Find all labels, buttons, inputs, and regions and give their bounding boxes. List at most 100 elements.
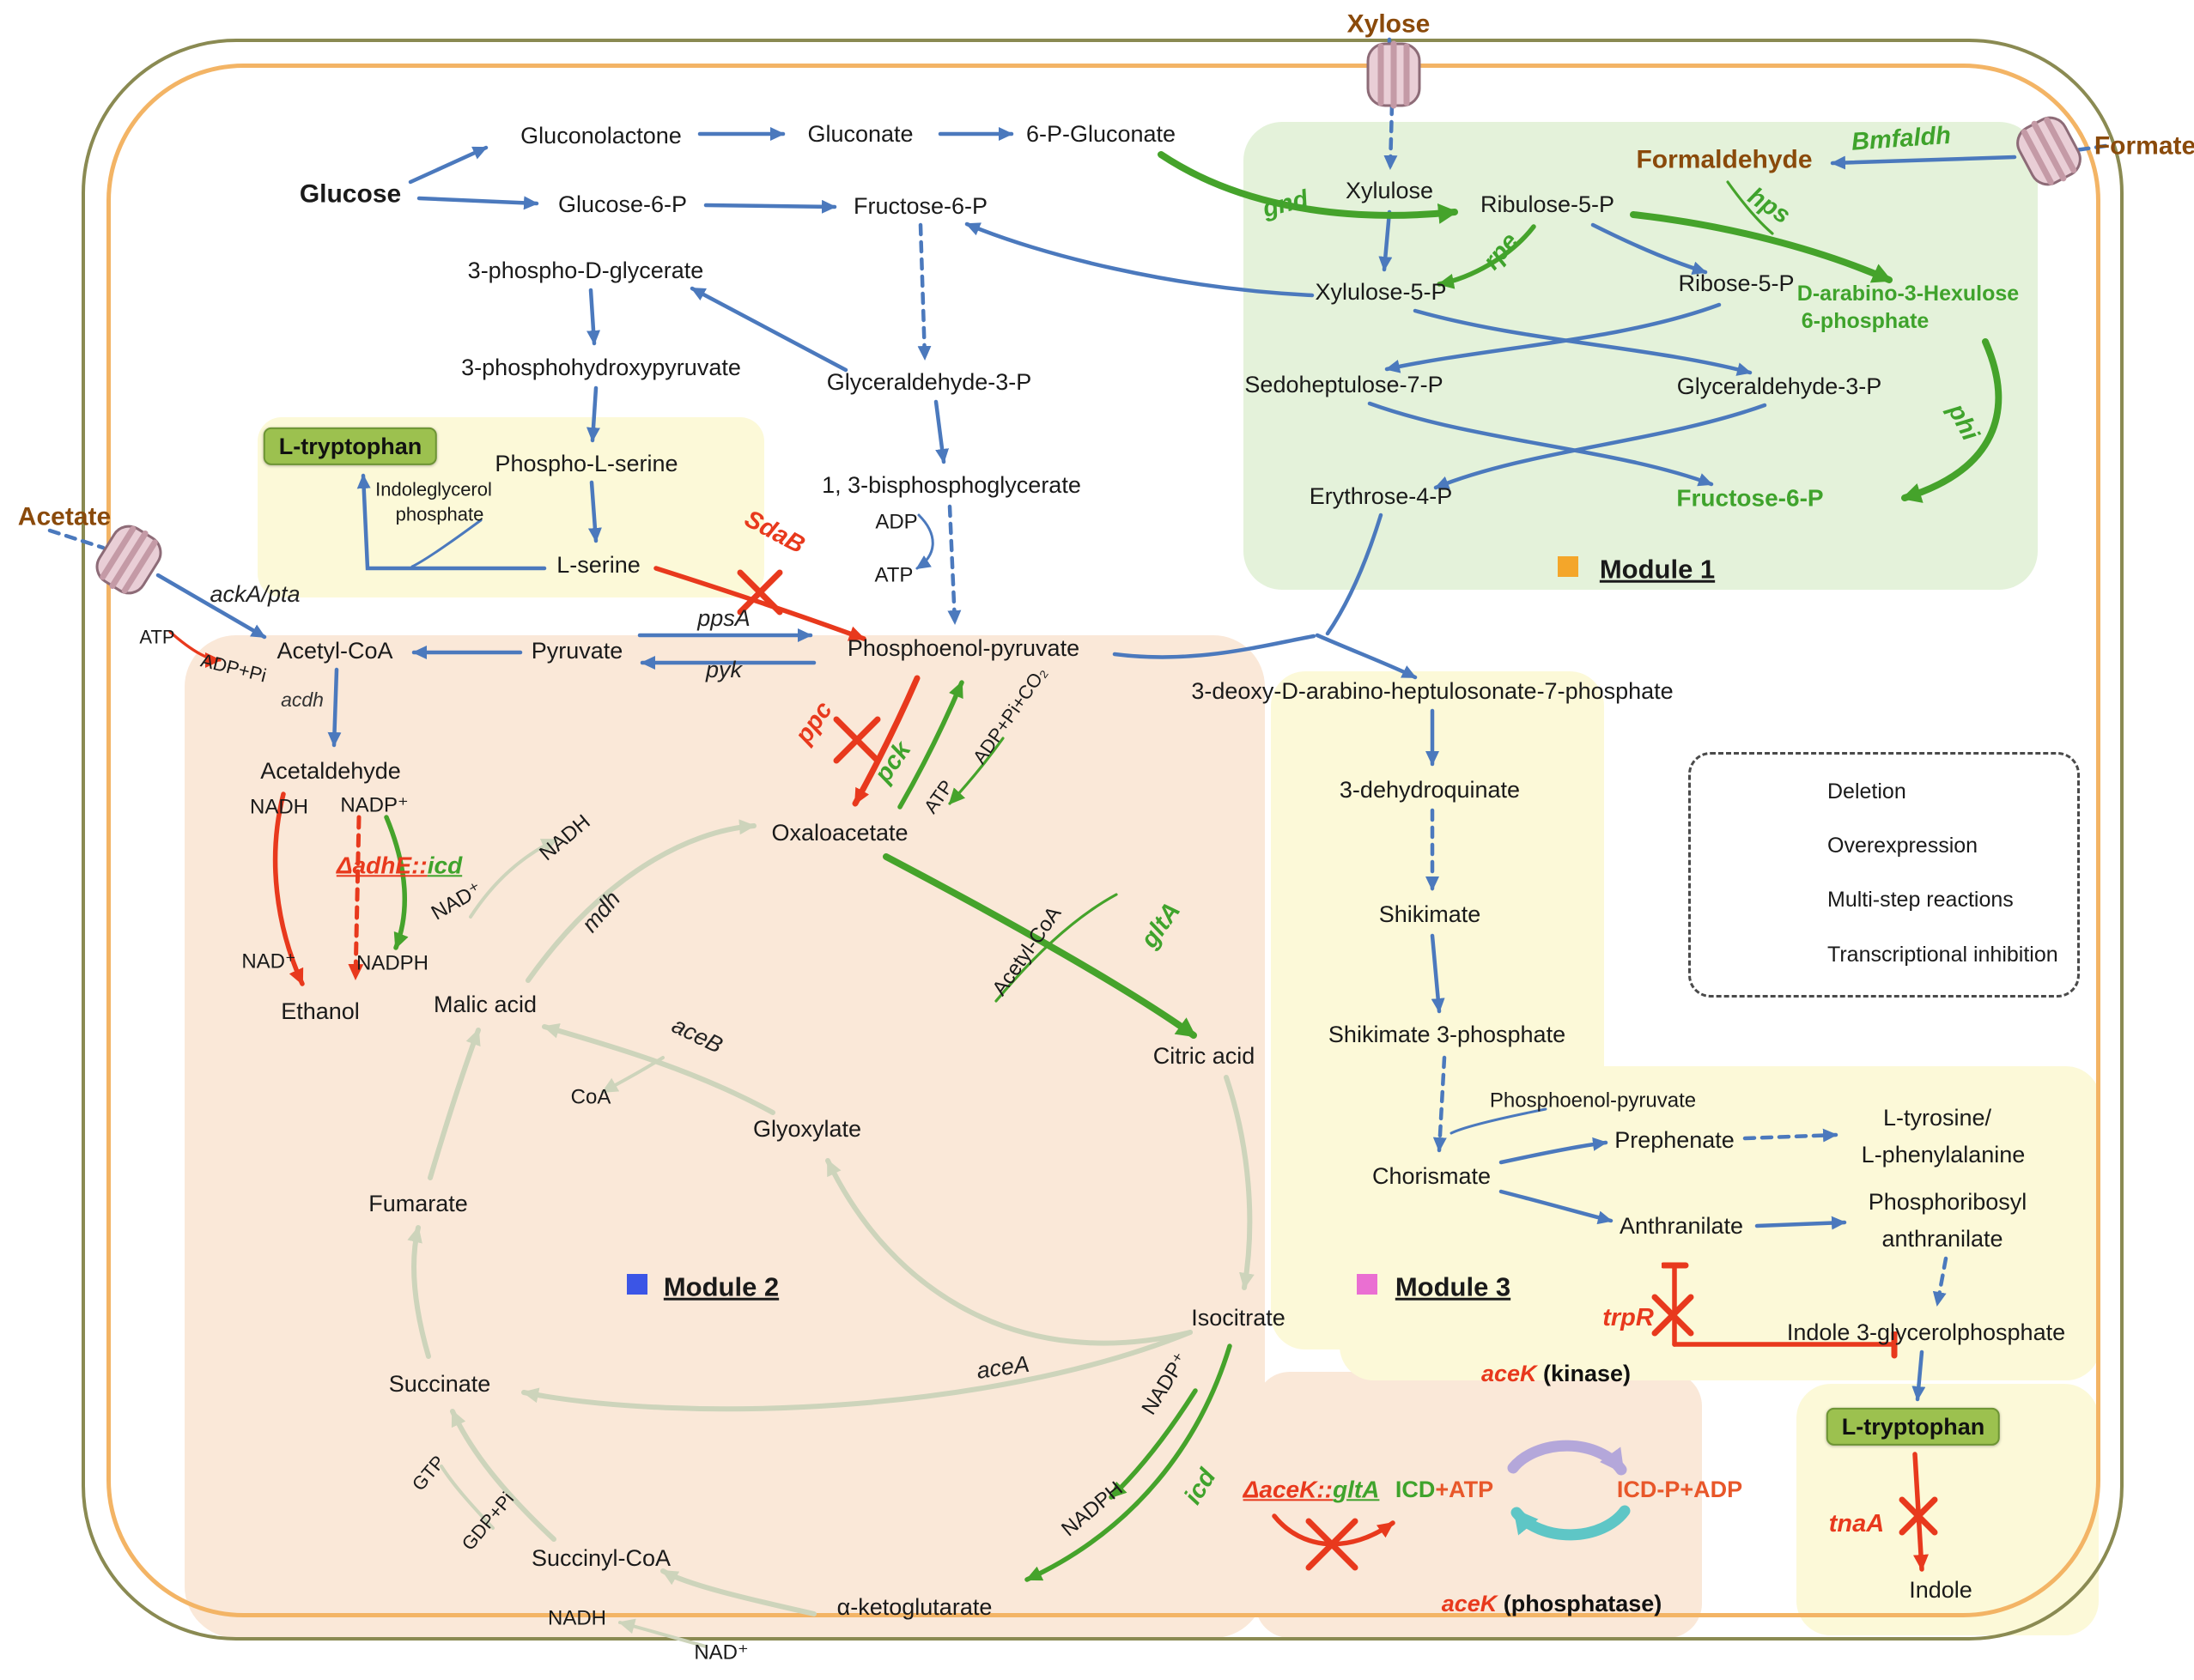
product-l-tryptophan-bottom: L-tryptophan (1826, 1407, 2001, 1446)
metabolite-indole: Indole (1909, 1576, 1972, 1603)
cofactor-nadph-adhe: NADPH (356, 951, 429, 975)
cofactor-nadh-adhe: NADH (249, 795, 309, 819)
metabolite-gluconate: Gluconate (807, 120, 914, 147)
label-icd-p-adp: ICD-P+ADP (1616, 1476, 1743, 1502)
gene-acek-kinase-part: (kinase) (1543, 1360, 1632, 1386)
gene-acek-phosphatase-part: (phosphatase) (1503, 1590, 1662, 1616)
acetate-transporter-icon (95, 525, 162, 595)
cofactor-atp-acetate: ATP (139, 626, 175, 648)
cofactor-coa: CoA (570, 1085, 611, 1109)
metabolite-formaldehyde: Formaldehyde (1636, 145, 1813, 174)
gene-delta-adhe-icd-part: icd (427, 852, 463, 879)
gene-acdh: acdh (281, 688, 324, 711)
metabolite-xylulose-5-p: Xylulose-5-P (1315, 278, 1447, 305)
module-3-marker (1357, 1274, 1377, 1295)
cofactor-pep-shikimate: Phosphoenol-pyruvate (1489, 1089, 1697, 1113)
metabolite-ribulose-5-p: Ribulose-5-P (1480, 191, 1615, 217)
metabolite-indole-3-glycerolphosphate: Indole 3-glycerolphosphate (1786, 1319, 2066, 1345)
metabolite-succinyl-coa: Succinyl-CoA (531, 1544, 672, 1571)
metabolite-3-phosphohydroxypyruvate: 3-phosphohydroxypyruvate (461, 354, 741, 380)
cofactor-nad-akg: NAD⁺ (694, 1641, 749, 1665)
module-2-label: Module 2 (663, 1271, 780, 1302)
metabolite-fumarate: Fumarate (368, 1190, 468, 1216)
cofactor-nadp-adhe: NADP⁺ (340, 793, 409, 817)
metabolite-phosphoribosyl-anthranilate-line1: Phosphoribosyl (1868, 1188, 2027, 1215)
module-1-label: Module 1 (1599, 554, 1716, 585)
metabolite-citric-acid: Citric acid (1152, 1042, 1255, 1069)
metabolite-ethanol: Ethanol (281, 998, 360, 1024)
metabolite-alpha-ketoglutarate: α-ketoglutarate (836, 1593, 993, 1620)
metabolite-dahp: 3-deoxy-D-arabino-heptulosonate-7-phosph… (1191, 677, 1674, 704)
metabolite-sedoheptulose-7-p: Sedoheptulose-7-P (1244, 371, 1443, 397)
metabolite-anthranilate: Anthranilate (1619, 1212, 1744, 1239)
metabolite-succinate: Succinate (388, 1370, 491, 1397)
metabolite-glyoxylate: Glyoxylate (752, 1115, 862, 1142)
metabolite-shikimate: Shikimate (1378, 901, 1481, 927)
label-formate: Formate (2094, 131, 2194, 161)
gene-acek-phosphatase: aceK (phosphatase) (1442, 1592, 1662, 1616)
cofactor-adp-glycolysis: ADP (875, 510, 918, 534)
metabolite-acetyl-coa: Acetyl-CoA (277, 637, 393, 664)
metabolite-6-p-gluconate: 6-P-Gluconate (1025, 120, 1176, 147)
gene-delta-acek-glta: ΔaceK::gltA (1243, 1477, 1380, 1501)
cofactor-atp-glycolysis: ATP (874, 563, 914, 587)
metabolite-indoleglycerol-phosphate-line2: phosphate (395, 503, 484, 525)
module-1-marker (1558, 556, 1578, 577)
metabolite-l-phenylalanine: L-phenylalanine (1861, 1141, 2026, 1168)
module-2-marker (627, 1274, 647, 1295)
gene-acek-phosphatase-part: aceK (1441, 1590, 1504, 1616)
legend-overexpression-label: Overexpression (1827, 833, 1978, 858)
metabolite-ribose-5-p: Ribose-5-P (1678, 270, 1795, 296)
gene-delta-acek-glta-part: gltA (1332, 1476, 1380, 1503)
legend-multistep-label: Multi-step reactions (1827, 887, 2014, 912)
metabolite-acetaldehyde: Acetaldehyde (260, 757, 401, 784)
legend-deletion-label: Deletion (1827, 779, 1906, 804)
metabolite-glucose-6-p: Glucose-6-P (557, 191, 688, 217)
metabolite-isocitrate: Isocitrate (1191, 1304, 1285, 1331)
metabolite-xylulose: Xylulose (1345, 177, 1434, 203)
cofactor-nad-adhe: NAD⁺ (241, 949, 296, 973)
product-l-tryptophan-top: L-tryptophan (263, 427, 438, 466)
metabolite-oxaloacetate: Oxaloacetate (771, 819, 909, 846)
cofactor-nadh-akg: NADH (547, 1606, 607, 1630)
metabolite-3-phospho-d-glycerate: 3-phospho-D-glycerate (467, 257, 704, 283)
metabolite-phospho-l-serine: Phospho-L-serine (495, 450, 678, 476)
metabolite-glyceraldehyde-3-p-right: Glyceraldehyde-3-P (1676, 373, 1882, 399)
metabolite-l-tyrosine: L-tyrosine/ (1882, 1104, 1992, 1131)
acek-background (1255, 1372, 1702, 1638)
label-acetate: Acetate (17, 502, 112, 531)
gene-acek-kinase-part: aceK (1480, 1360, 1544, 1386)
gene-delta-adhe-icd: ΔadhE::icd (337, 852, 462, 877)
metabolite-glyceraldehyde-3-p: Glyceraldehyde-3-P (826, 368, 1032, 395)
gene-pyk: pyk (705, 656, 743, 682)
metabolite-3-dehydroquinate: 3-dehydroquinate (1339, 776, 1521, 803)
metabolite-pyruvate: Pyruvate (531, 637, 623, 664)
metabolite-d-arabino-3-hexulose: D-arabino-3-Hexulose (1796, 281, 2020, 306)
gene-acka-pta: ackA/pta (210, 580, 301, 607)
metabolite-indoleglycerol-phosphate-line1: Indoleglycerol (375, 478, 492, 500)
metabolite-13-bisphosphoglycerate: 1, 3-bisphosphoglycerate (822, 471, 1081, 498)
metabolite-glucose: Glucose (299, 179, 402, 209)
metabolite-l-serine: L-serine (556, 551, 641, 578)
legend-inhibition-label: Transcriptional inhibition (1827, 942, 2058, 967)
metabolite-erythrose-4-p: Erythrose-4-P (1309, 482, 1453, 509)
metabolite-shikimate-3-phosphate: Shikimate 3-phosphate (1328, 1021, 1566, 1047)
metabolite-fructose-6-p-module1: Fructose-6-P (1676, 484, 1824, 512)
metabolite-phosphoribosyl-anthranilate-line2: anthranilate (1881, 1225, 2003, 1252)
label-icd-atp-part: +ATP (1435, 1476, 1494, 1502)
metabolite-d-arabino-6-phosphate: 6-phosphate (1801, 308, 1930, 333)
xylose-transporter-icon (1366, 40, 1421, 109)
label-icd-atp-part: ICD (1395, 1476, 1436, 1502)
module-3-label: Module 3 (1395, 1271, 1511, 1302)
metabolite-prephenate: Prephenate (1614, 1126, 1735, 1153)
metabolite-fructose-6-p: Fructose-6-P (853, 192, 988, 219)
metabolite-gluconolactone: Gluconolactone (520, 122, 682, 149)
gene-tnaa: tnaA (1828, 1509, 1885, 1537)
gene-acek-kinase: aceK (kinase) (1481, 1362, 1631, 1386)
gene-delta-acek-glta-part: ΔaceK:: (1243, 1476, 1333, 1503)
metabolite-phosphoenolpyruvate: Phosphoenol-pyruvate (847, 634, 1080, 661)
metabolite-malic-acid: Malic acid (433, 991, 538, 1017)
label-xylose: Xylose (1346, 9, 1431, 39)
label-icd-atp: ICD+ATP (1395, 1477, 1493, 1501)
